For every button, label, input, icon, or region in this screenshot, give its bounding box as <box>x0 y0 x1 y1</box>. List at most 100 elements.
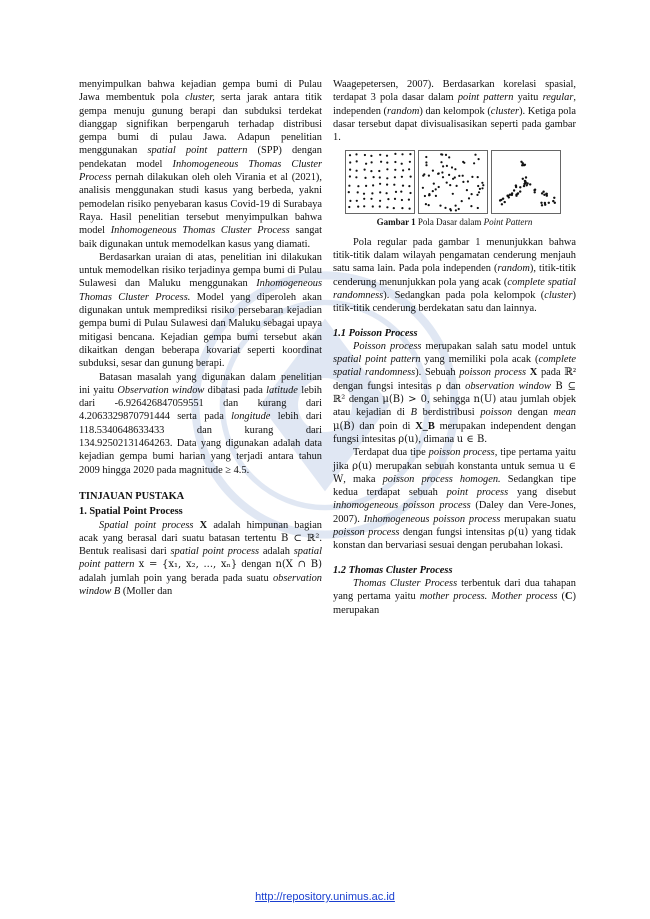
text-run: Thomas Cluster Process <box>353 577 458 589</box>
pattern-point <box>455 185 458 188</box>
text-run: (SPP) dengan pendekatan model <box>79 145 322 170</box>
text-run: poisson process, <box>428 447 498 459</box>
text-run: , dimana <box>418 433 457 445</box>
text-run: regular <box>542 92 574 104</box>
pattern-point <box>460 200 463 203</box>
pattern-point <box>444 154 448 157</box>
paragraph: Thomas Cluster Process terbentuk dari du… <box>333 577 576 617</box>
pattern-point <box>454 209 457 212</box>
pattern-point <box>422 174 425 178</box>
pattern-point <box>440 161 443 164</box>
pattern-point <box>348 185 351 188</box>
text-run: lebih dari 118.5340648633433 dan kurang … <box>79 411 322 476</box>
text-run: poisson process homogen. <box>382 473 501 485</box>
text-run: pada ℝ² dengan fungsi intesitas ρ dan <box>333 367 576 392</box>
pattern-point <box>432 182 435 186</box>
text-run: dengan <box>237 559 276 571</box>
pattern-point <box>394 191 398 194</box>
pattern-point <box>363 205 366 208</box>
repository-link[interactable]: http://repository.unimus.ac.id <box>255 891 395 903</box>
pattern-point <box>526 182 529 186</box>
text-run: yang disebut <box>508 487 576 499</box>
paragraph: Spatial point process X adalah himpunan … <box>79 519 322 599</box>
pattern-point <box>371 205 374 209</box>
text-run: poisson process <box>459 367 527 379</box>
pattern-point <box>543 194 546 197</box>
pattern-point <box>473 162 476 165</box>
text-run: Inhomogeneous Thomas Cluster Process. <box>79 278 322 303</box>
pattern-point <box>542 190 545 194</box>
pattern-point <box>482 184 485 187</box>
pattern-point <box>393 198 397 201</box>
text-run: inhomogeneous poisson process <box>333 500 471 512</box>
paragraph: Waagepetersen, 2007). Berdasarkan korela… <box>333 78 576 144</box>
text-run: Sedangkan tipe kedua terdapat sebuah <box>333 473 576 499</box>
pattern-point <box>434 195 437 198</box>
pattern-point <box>372 176 375 179</box>
paragraph: Batasan masalah yang digunakan dalam pen… <box>79 371 322 477</box>
text-run: ). Sebuah <box>415 367 460 379</box>
text-run: Berdasarkan uraian di atas, penelitian i… <box>79 251 322 290</box>
pattern-point <box>392 207 395 210</box>
text-run: dengan <box>345 394 383 406</box>
text-run: observation window B <box>79 572 322 597</box>
text-run: poisson process <box>333 527 400 539</box>
pattern-point <box>444 207 447 210</box>
pattern-point <box>408 207 411 211</box>
point-pattern-figure <box>345 150 576 215</box>
text-run: Inhomogeneous poisson process <box>363 513 501 525</box>
pattern-point <box>470 205 473 208</box>
paragraph: Pola regular pada gambar 1 menunjukkan b… <box>333 236 576 316</box>
pattern-point <box>407 198 410 202</box>
pattern-point <box>521 164 524 167</box>
pattern-point <box>510 194 514 197</box>
pattern-point <box>543 202 547 205</box>
text-run: u ∈ B <box>456 433 485 445</box>
pattern-point <box>409 192 412 195</box>
pattern-point <box>355 176 358 179</box>
pattern-point <box>523 183 526 186</box>
text-run: cluster <box>544 289 573 301</box>
pattern-point <box>451 193 454 196</box>
subsection-heading: 1.1 Poisson Process <box>333 327 418 339</box>
pattern-point <box>347 191 350 194</box>
text-run: B ⊂ ℝ² <box>280 532 320 544</box>
pattern-point <box>506 195 509 198</box>
text-run: Observation window <box>117 384 205 396</box>
text-run: yang tidak konstan dan bervariasi sesuai… <box>333 527 576 552</box>
pattern-point <box>552 200 555 203</box>
pattern-point <box>355 160 358 163</box>
pattern-point <box>547 202 550 205</box>
pattern-point <box>370 198 373 201</box>
text-run: x = {x₁, x₂, ..., xₙ} <box>138 559 238 571</box>
text-run: cluster <box>490 105 520 117</box>
pattern-point <box>514 184 518 188</box>
pattern-point <box>540 204 544 207</box>
pattern-point <box>445 165 448 168</box>
pattern-point <box>471 176 474 179</box>
pattern-point <box>385 192 388 195</box>
section-heading: TINJAUAN PUSTAKA <box>79 490 185 502</box>
text-run: u ∈ W <box>333 460 576 485</box>
text-run: latitude <box>266 384 298 396</box>
pattern-point <box>401 207 404 210</box>
text-run: ρ(u) <box>398 433 419 445</box>
pattern-point <box>519 186 522 189</box>
pattern-point <box>349 161 352 165</box>
text-run: merupakan independent dengan fungsi inte… <box>333 420 576 445</box>
pattern-point <box>355 170 358 173</box>
text-run: n(X ∩ B) <box>275 559 322 571</box>
pattern-point <box>401 153 404 156</box>
pattern-point <box>348 175 351 179</box>
pattern-point <box>477 191 481 194</box>
pattern-point <box>540 192 544 196</box>
pattern-point <box>379 200 382 203</box>
pattern-point <box>425 164 428 167</box>
pattern-point <box>453 176 456 180</box>
paragraph: Berdasarkan uraian di atas, penelitian i… <box>79 251 322 371</box>
text-run: ) dan kelompok ( <box>419 105 491 117</box>
text-run: ) merupakan <box>333 591 576 616</box>
pattern-point <box>425 161 428 165</box>
pattern-point <box>356 191 359 194</box>
text-run: X <box>526 367 538 379</box>
